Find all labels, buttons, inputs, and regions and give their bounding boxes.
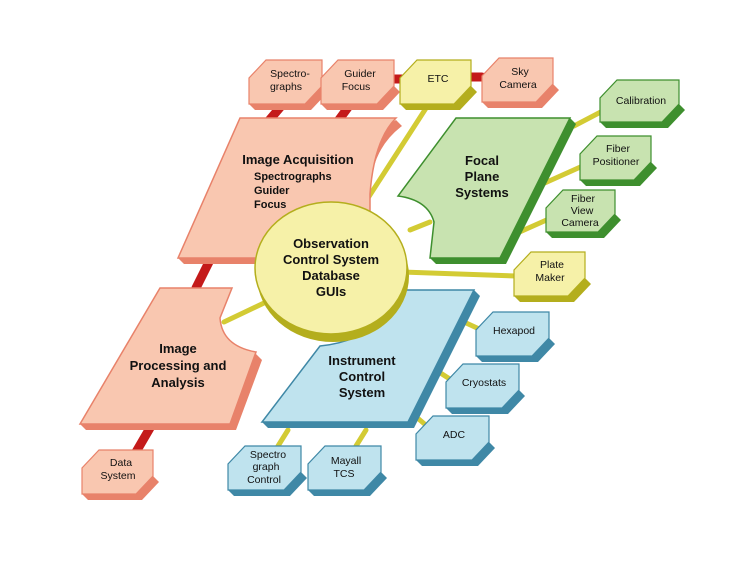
image-processing-line-1: Image [159,341,197,356]
acquisition-item-guider: Guider [254,185,290,197]
image-processing-line-2: Processing and [130,358,227,373]
box-plate-maker-line-1: Plate [540,259,564,271]
focal-plane-line-1: Focal [465,153,499,168]
box-spectrograph-control-line-2: graph [253,461,280,473]
box-fiber-view-camera-line-1: Fiber [571,193,595,205]
box-hexapod: Hexapod [475,311,555,362]
focal-plane-line-3: Systems [455,185,508,200]
observation-control-hub: Observation Control System Database GUIs [254,201,409,342]
link-hub-processing [221,300,267,325]
box-spectrograph-control-line-3: Control [247,474,281,486]
box-spectrographs: Spectro- graphs [248,59,328,110]
box-guider-focus-line-2: Focus [342,81,371,93]
image-processing-block: Image Processing and Analysis [78,287,262,430]
box-guider-focus-line-1: Guider [344,68,376,80]
box-spectrograph-control: Spectro graph Control [227,445,307,496]
box-sky-camera: Sky Camera [481,57,559,108]
box-spectrographs-line-1: Spectro- [270,68,310,80]
hub-line-3: Database [302,268,360,283]
image-processing-line-3: Analysis [151,375,204,390]
image-acquisition-title: Image Acquisition [242,152,354,167]
box-cryostats-label: Cryostats [462,377,506,389]
box-plate-maker: Plate Maker [513,251,591,302]
hub-line-4: GUIs [316,284,346,299]
box-mayall-tcs-line-1: Mayall [331,455,361,467]
box-data-system-line-2: System [100,470,135,482]
box-fiber-view-camera: Fiber View Camera [545,189,621,238]
box-calibration: Calibration [599,79,685,128]
box-calibration-label: Calibration [616,95,666,107]
focal-plane-line-2: Plane [465,169,500,184]
box-etc: ETC [399,59,477,110]
link-processing-datasystem [131,423,155,457]
box-fiber-positioner-line-1: Fiber [606,143,630,155]
instrument-control-line-1: Instrument [328,353,396,368]
box-fiber-view-camera-line-3: Camera [561,217,599,229]
focal-plane-block: Focal Plane Systems [396,117,576,264]
box-fiber-positioner-line-2: Positioner [593,156,640,168]
link-instrument-spectrocontrol [275,427,291,449]
box-fiber-positioner: Fiber Positioner [579,135,657,186]
box-mayall-tcs: Mayall TCS [307,445,387,496]
box-spectrographs-line-2: graphs [270,81,302,93]
box-spectrograph-control-line-1: Spectro [250,449,286,461]
box-mayall-tcs-line-2: TCS [334,468,355,480]
box-data-system-line-1: Data [110,457,132,469]
instrument-control-line-3: System [339,385,385,400]
link-hub-etc [365,99,433,201]
box-adc-label: ADC [443,429,466,441]
link-instrument-mayall [353,427,369,449]
hub-line-2: Control System [283,252,379,267]
box-guider-focus: Guider Focus [320,59,400,110]
box-plate-maker-line-2: Maker [535,272,565,284]
box-sky-camera-line-2: Camera [499,79,537,91]
hub-line-1: Observation [293,236,369,251]
link-hub-platemaker [399,269,519,279]
box-etc-label: ETC [428,73,449,85]
box-fiber-view-camera-line-2: View [571,205,594,217]
box-adc: ADC [415,415,495,466]
link-hub-focal [407,219,433,233]
box-hexapod-label: Hexapod [493,325,535,337]
instrument-control-line-2: Control [339,369,385,384]
acquisition-item-spectrographs: Spectrographs [254,171,332,183]
acquisition-item-focus: Focus [254,199,286,211]
box-data-system: Data System [81,449,159,500]
box-cryostats: Cryostats [445,363,525,414]
instrument-control-block: Instrument Control System [260,289,480,428]
box-sky-camera-line-1: Sky [511,66,529,78]
